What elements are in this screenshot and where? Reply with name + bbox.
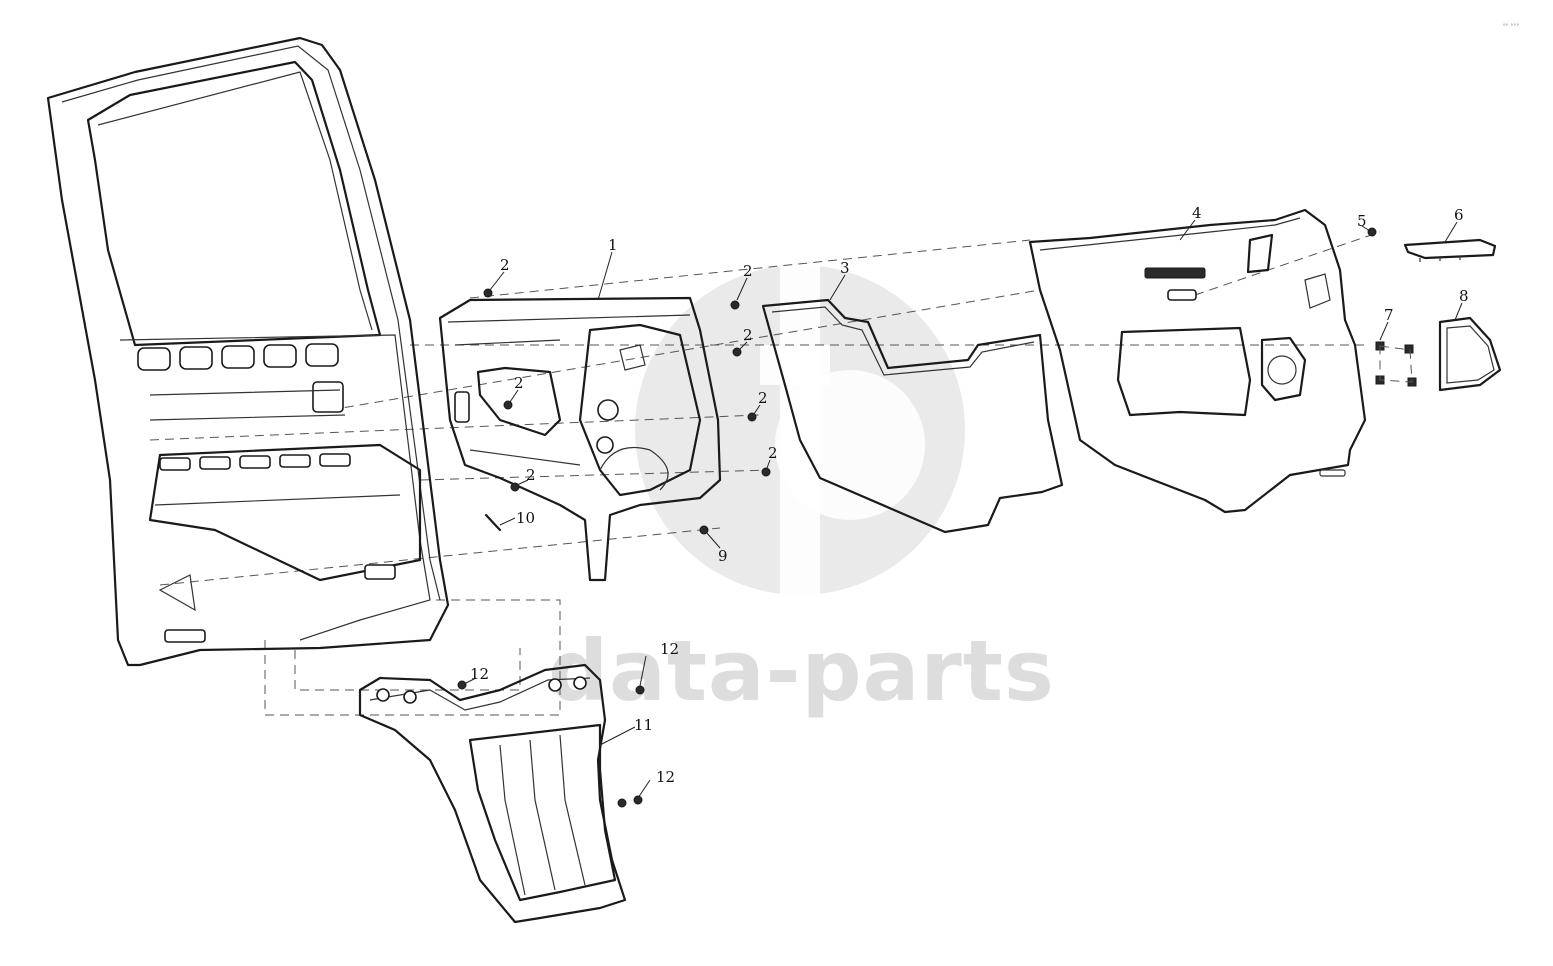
callout-2-upper-right: 2 [743,262,753,280]
door-frame-windows [137,343,396,643]
callout-2-top: 2 [500,256,510,274]
callout-10: 10 [516,509,535,527]
callout-5: 5 [1357,212,1367,230]
callout-2-lower-left: 2 [526,466,536,484]
callout-7: 7 [1384,306,1394,324]
watermark-text: data-parts [548,622,1055,720]
step-cover-icon [358,663,627,924]
callout-11: 11 [634,716,653,734]
callout-6: 6 [1454,206,1464,224]
corner-mark: ⁰° °°° [1503,23,1519,30]
trim-cap-icon [1403,238,1497,262]
callout-12-bottom: 12 [656,768,675,786]
callout-2-lower-right: 2 [768,444,778,462]
callout-12-left: 12 [470,665,489,683]
callout-1: 1 [608,236,618,254]
inner-panel-icon [438,296,722,582]
callout-3: 3 [840,259,850,277]
callout-4: 4 [1192,204,1202,222]
callout-2-center: 2 [514,374,524,392]
callout-9: 9 [718,547,728,565]
speaker-cover-icon [1438,316,1502,392]
callout-2-mid-right: 2 [743,326,753,344]
alignment-lines [149,231,1381,716]
callout-2-right: 2 [758,389,768,407]
door-frame-icon [46,36,450,667]
watermark-logo [635,240,965,620]
clip-set-icon [1375,341,1417,387]
fastener-icons [457,227,1377,808]
leader-lines [463,219,1463,799]
callout-8: 8 [1459,287,1469,305]
trim-panel-icon [1028,208,1367,514]
callout-12-top: 12 [660,640,679,658]
membrane-sheet-icon [761,298,1064,534]
